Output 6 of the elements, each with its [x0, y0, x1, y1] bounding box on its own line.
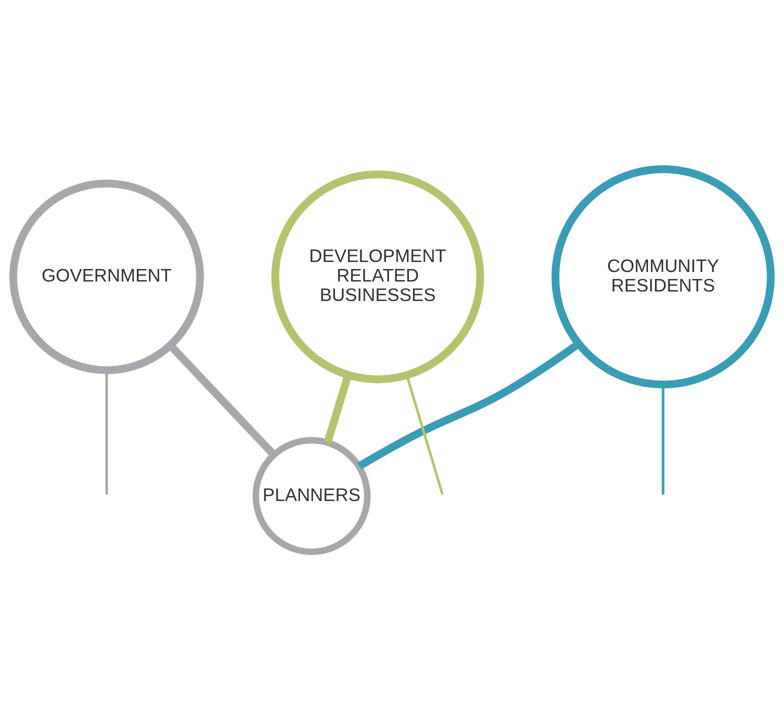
connector — [357, 340, 581, 470]
node-circle: PLANNERS — [252, 437, 371, 556]
connector — [168, 342, 276, 458]
node-circle: COMMUNITY RESIDENTS — [552, 165, 775, 388]
node-circle: DEVELOPMENT RELATED BUSINESSES — [271, 170, 484, 384]
node-circle: GOVERNMENT — [9, 180, 204, 374]
